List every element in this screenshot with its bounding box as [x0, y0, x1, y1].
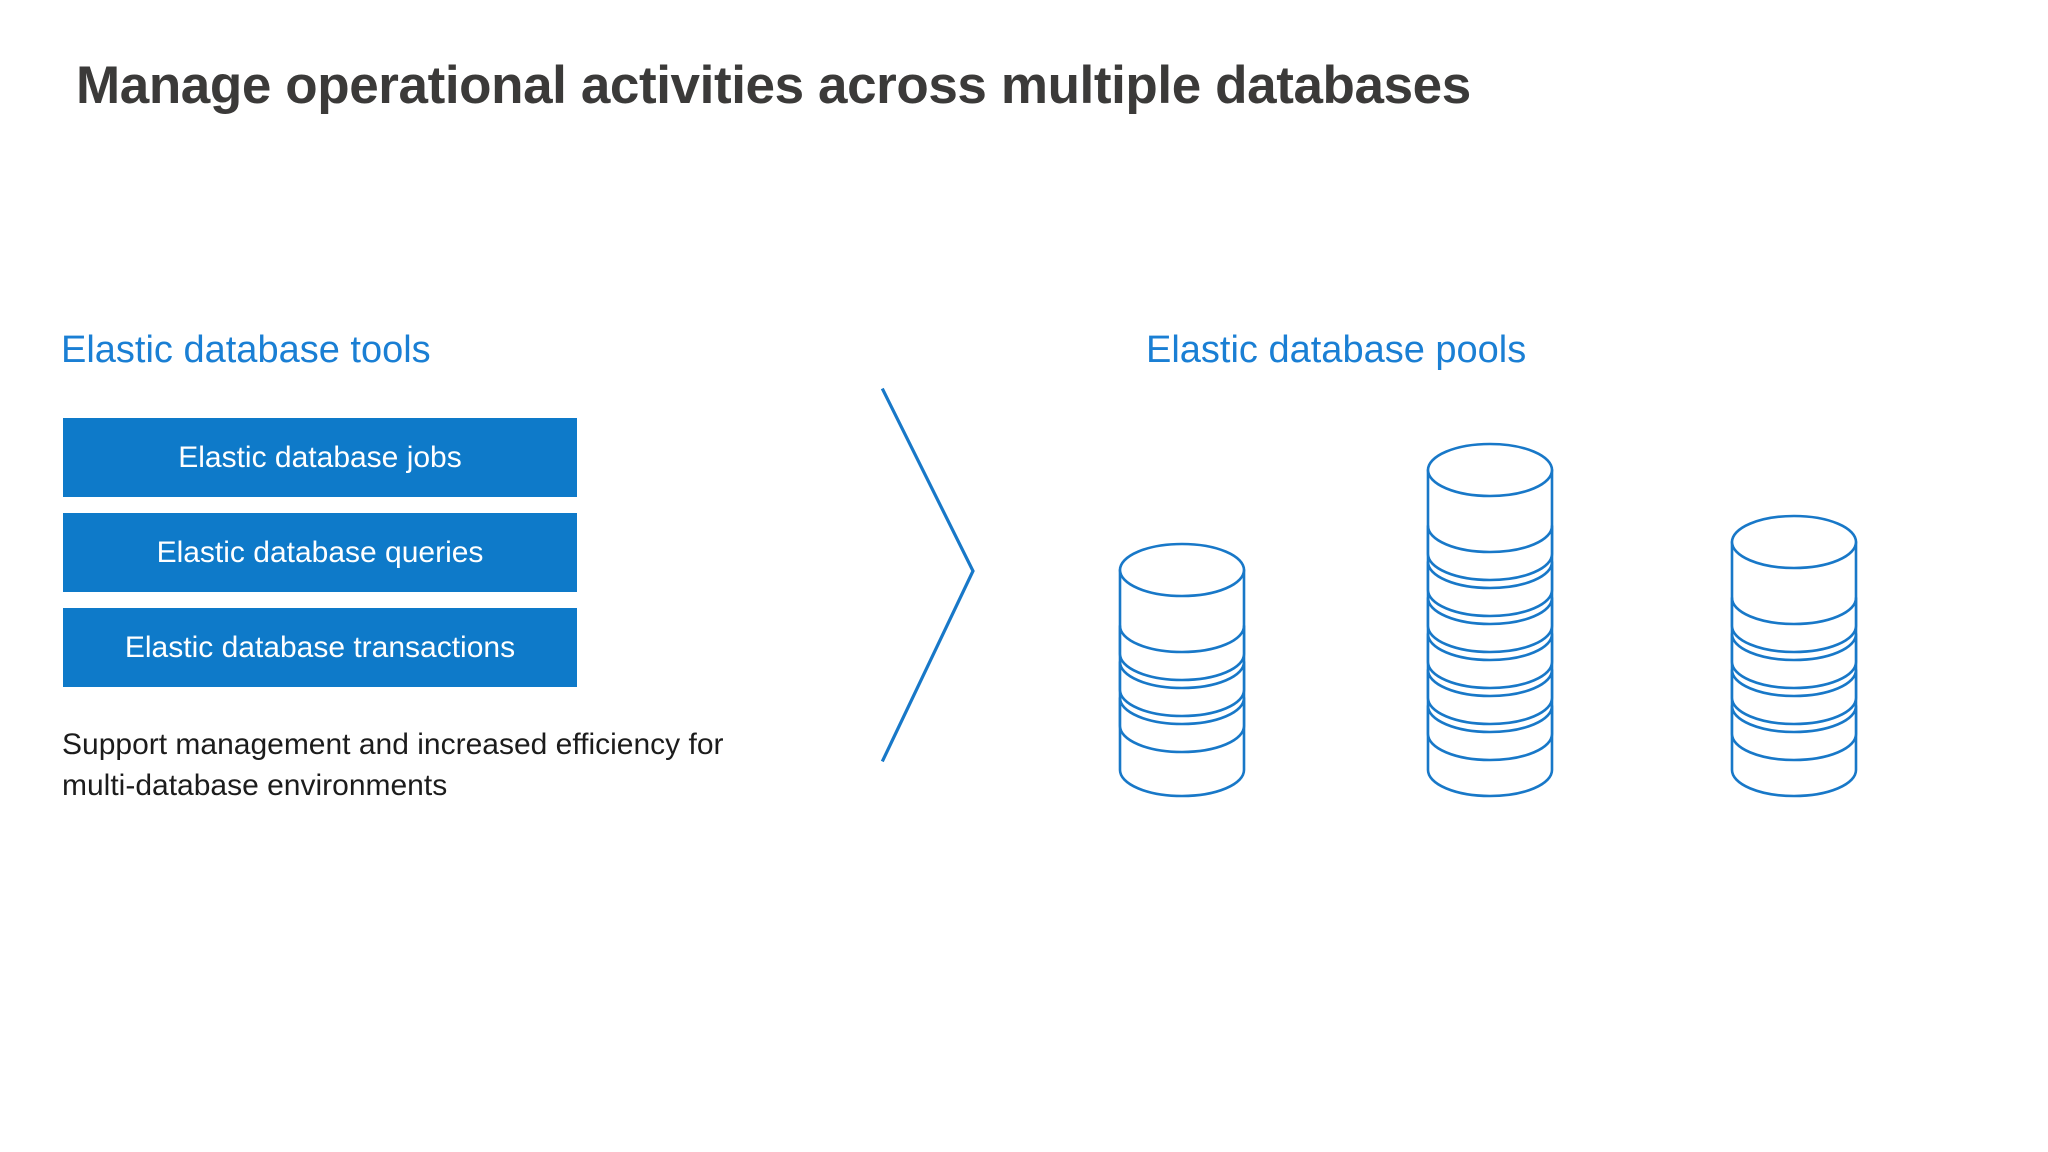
support-description-text: Support management and increased efficie…	[62, 728, 724, 803]
database-cylinder-right	[1730, 514, 1858, 798]
bar-label: Elastic database transactions	[124, 630, 516, 664]
bar-elastic-database-queries[interactable]: Elastic database queries	[63, 513, 577, 592]
bar-elastic-database-transactions[interactable]: Elastic database transactions	[63, 608, 577, 687]
elastic-database-tools-heading: Elastic database tools	[61, 329, 431, 371]
database-cylinder-left	[1118, 542, 1246, 798]
chevron-right-icon-svg	[880, 387, 975, 763]
page-title: Manage operational activities across mul…	[76, 56, 1471, 115]
bar-elastic-database-jobs[interactable]: Elastic database jobs	[63, 418, 577, 497]
bar-label: Elastic database queries	[156, 535, 484, 569]
chevron-right-icon	[860, 375, 1000, 775]
database-stack-svg	[1118, 442, 1858, 798]
elastic-database-pools-heading: Elastic database pools	[1146, 329, 1527, 371]
database-stack-icon	[1100, 430, 1880, 830]
database-cylinder-center	[1426, 442, 1554, 798]
bar-label: Elastic database jobs	[178, 440, 462, 474]
